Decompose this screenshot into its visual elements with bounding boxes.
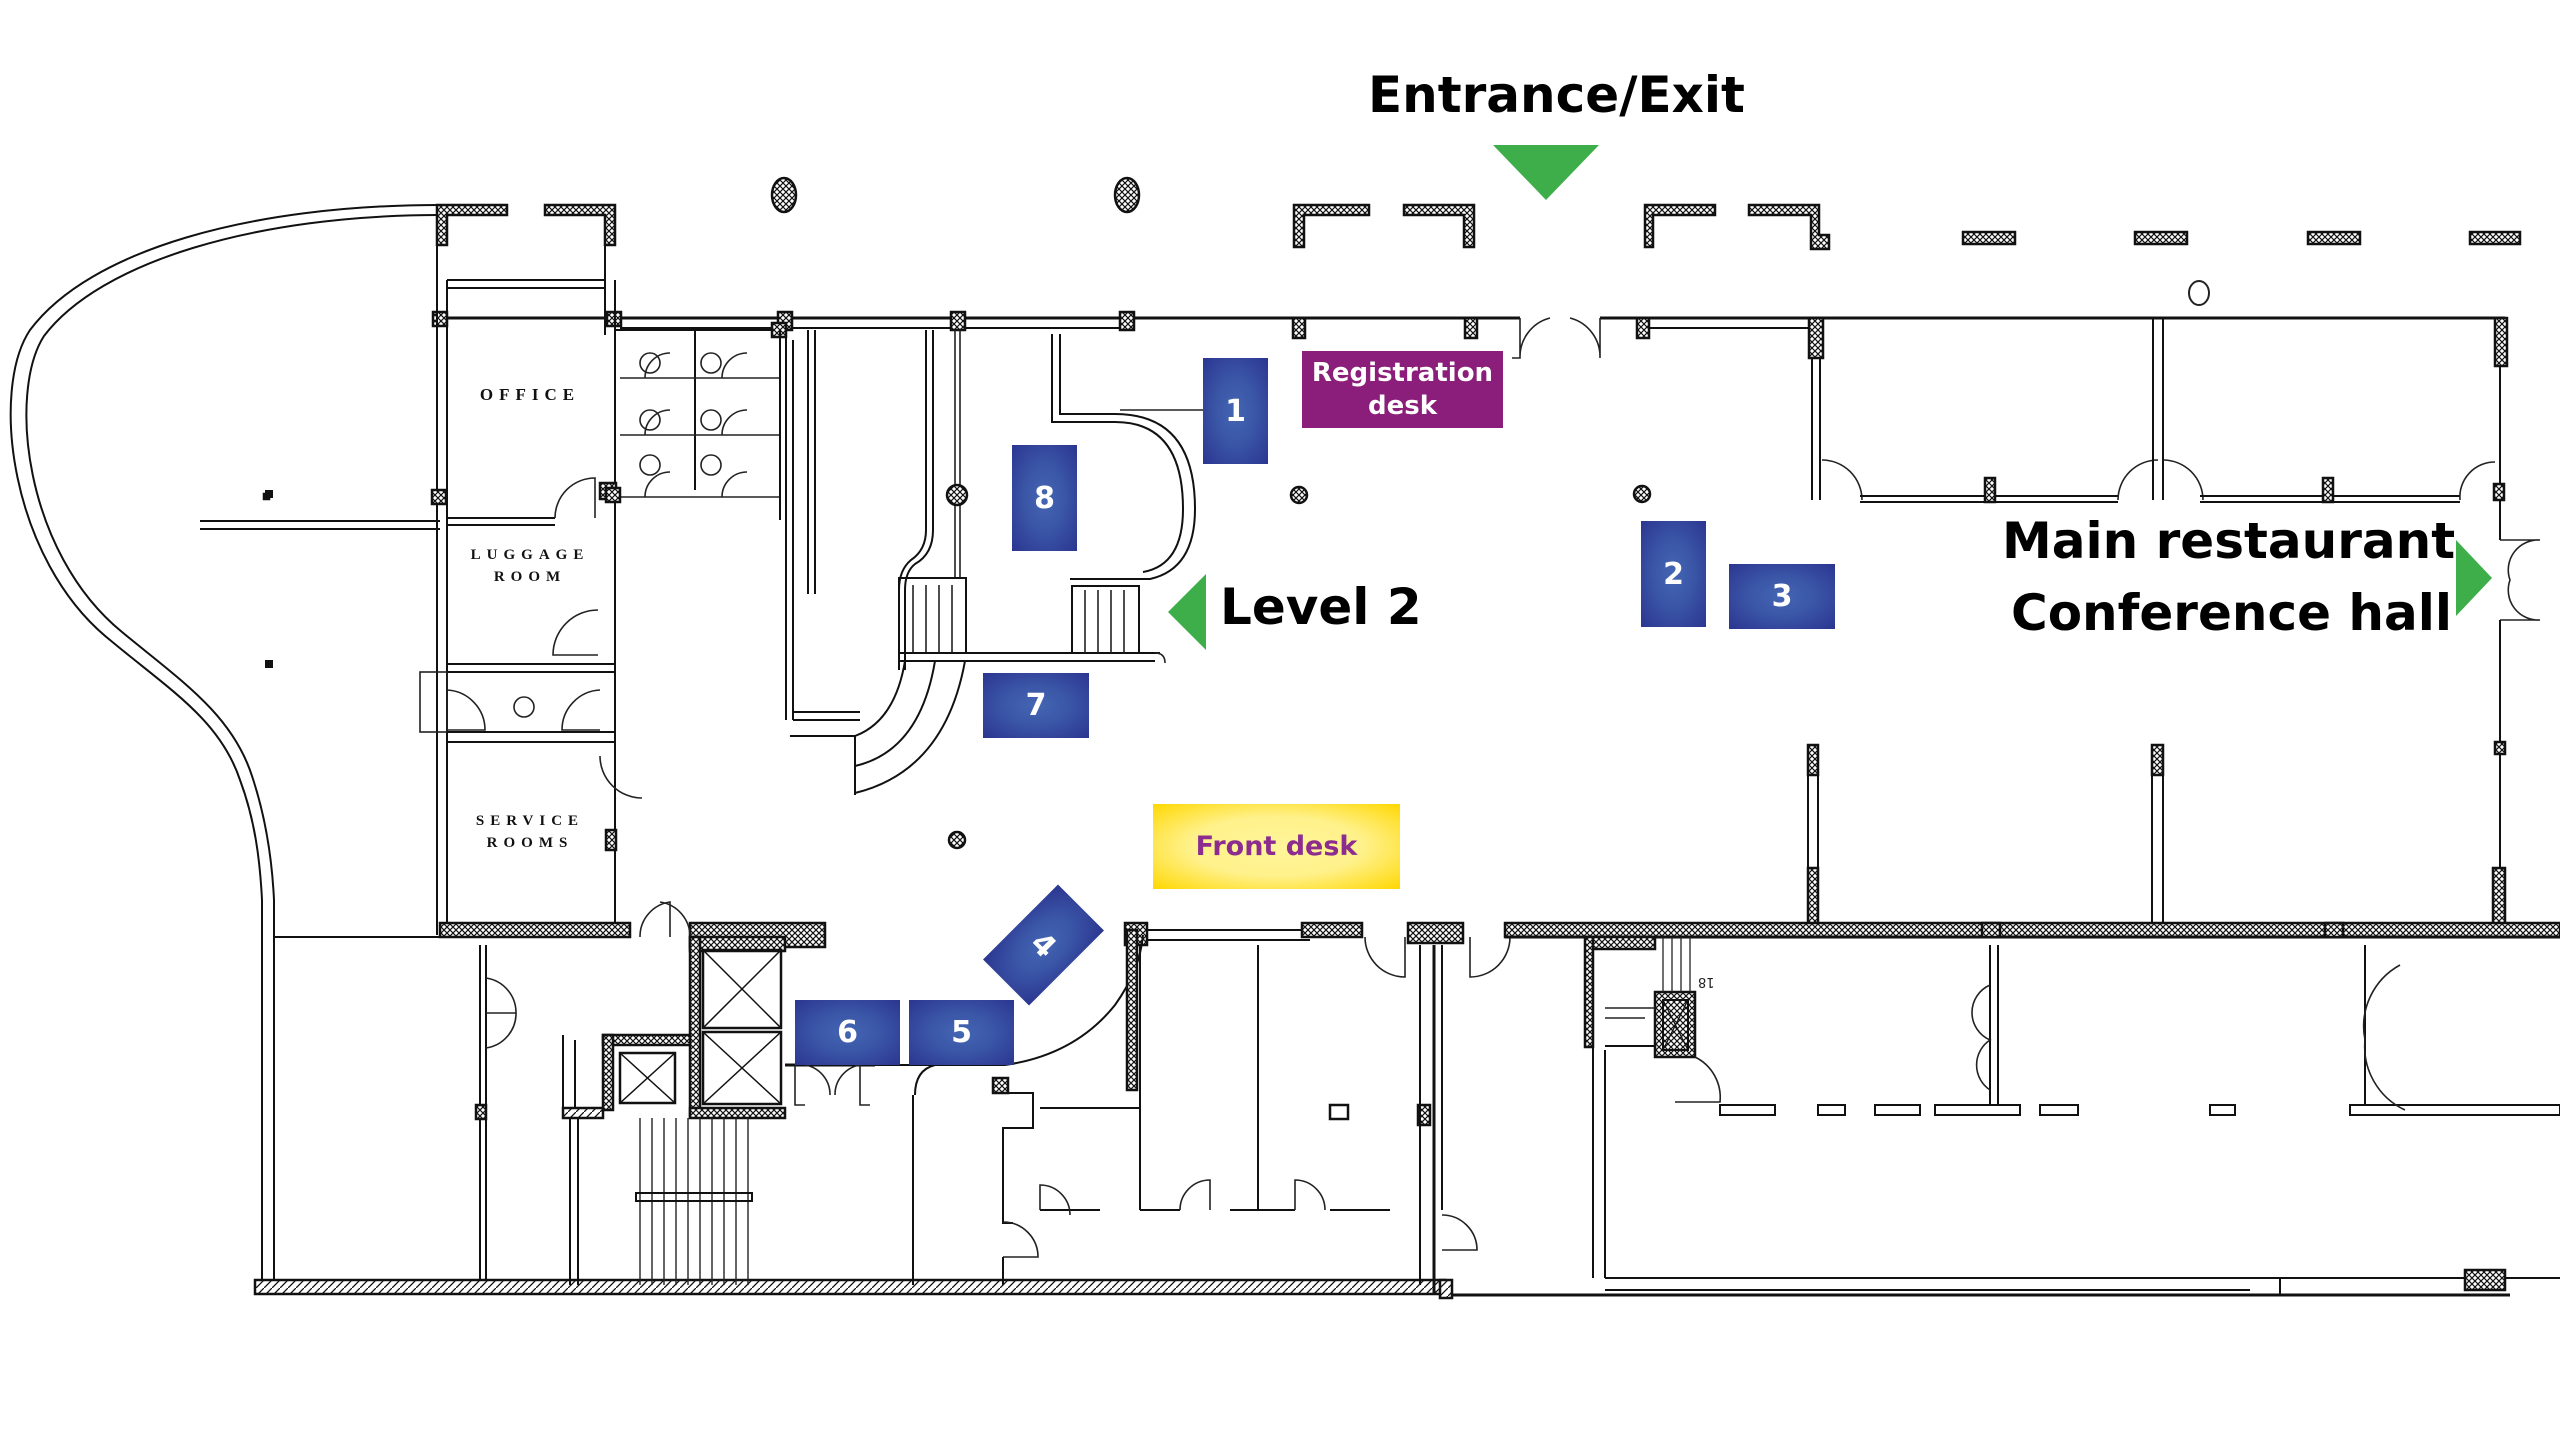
facade-walls (435, 176, 2522, 306)
level-2-arrow-icon (1168, 574, 1206, 650)
room-luggage-line1: LUGGAGE (470, 547, 590, 563)
stair-number-label: 18 (1698, 974, 1715, 989)
main-restaurant-label: Main restaurant (2002, 512, 2456, 570)
column-icon (265, 490, 273, 498)
registration-desk-label-line1: Registration (1311, 357, 1494, 388)
elevator-icon (701, 1030, 783, 1106)
front-desk[interactable]: Front desk (1153, 804, 1400, 889)
restroom-stalls (604, 321, 788, 520)
elevator-icon (701, 948, 783, 1030)
marker-8[interactable]: 8 (1012, 445, 1077, 551)
elevator-block (561, 935, 787, 1285)
room-luggage-line2: ROOM (493, 569, 567, 585)
registration-desk[interactable]: Registration desk (1302, 351, 1503, 428)
level-2-label: Level 2 (1220, 578, 1422, 636)
room-office-label: OFFICE (455, 384, 605, 406)
conference-hall-label: Conference hall (2011, 584, 2453, 642)
room-service-label: SERVICE ROOMS (455, 810, 605, 854)
interior-walls (253, 245, 2560, 1300)
room-service-line2: ROOMS (486, 835, 574, 851)
column-icon (265, 660, 273, 668)
registration-desk-label-line2: desk (1367, 390, 1437, 421)
marker-5[interactable]: 5 (909, 1000, 1014, 1065)
front-desk-label: Front desk (1195, 831, 1358, 862)
room-service-line1: SERVICE (475, 813, 585, 829)
entrance-arrow-icon (1493, 145, 1599, 200)
restaurant-arrow-icon (2456, 540, 2492, 616)
marker-7[interactable]: 7 (983, 673, 1089, 738)
room-luggage-label: LUGGAGE ROOM (455, 544, 605, 588)
marker-2[interactable]: 2 (1641, 521, 1706, 627)
column-icon (1328, 1103, 1350, 1121)
marker-6[interactable]: 6 (795, 1000, 900, 1065)
left-wing-walls (9, 204, 441, 1290)
entrance-exit-label: Entrance/Exit (1368, 66, 1745, 124)
room-office-text: OFFICE (479, 385, 581, 404)
marker-3[interactable]: 3 (1729, 564, 1835, 629)
marker-1[interactable]: 1 (1203, 358, 1268, 464)
elevator-icon (618, 1051, 677, 1105)
elevator-icon (1662, 999, 1689, 1051)
